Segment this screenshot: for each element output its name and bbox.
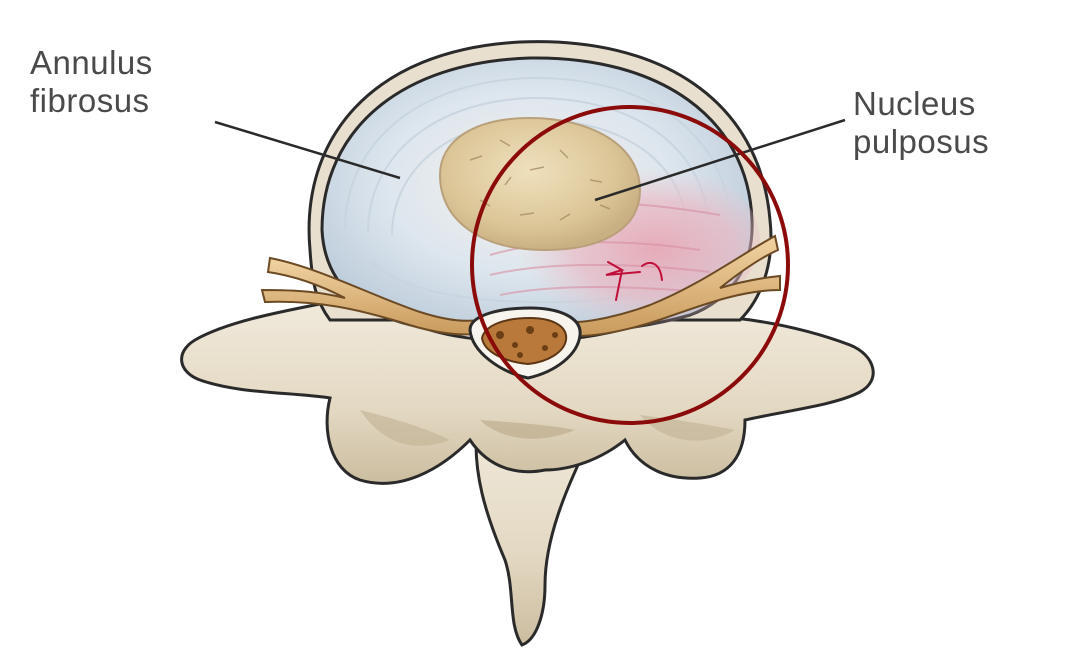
nucleus-pulposus (440, 118, 640, 250)
nucleus-label-line1: Nucleus (853, 85, 989, 123)
nucleus-pulposus-label: Nucleus pulposus (853, 85, 989, 161)
nucleus-label-line2: pulposus (853, 123, 989, 161)
annulus-fibrosus-label: Annulus fibrosus (30, 44, 153, 120)
annulus-label-line1: Annulus (30, 44, 153, 82)
annulus-label-line2: fibrosus (30, 82, 153, 120)
